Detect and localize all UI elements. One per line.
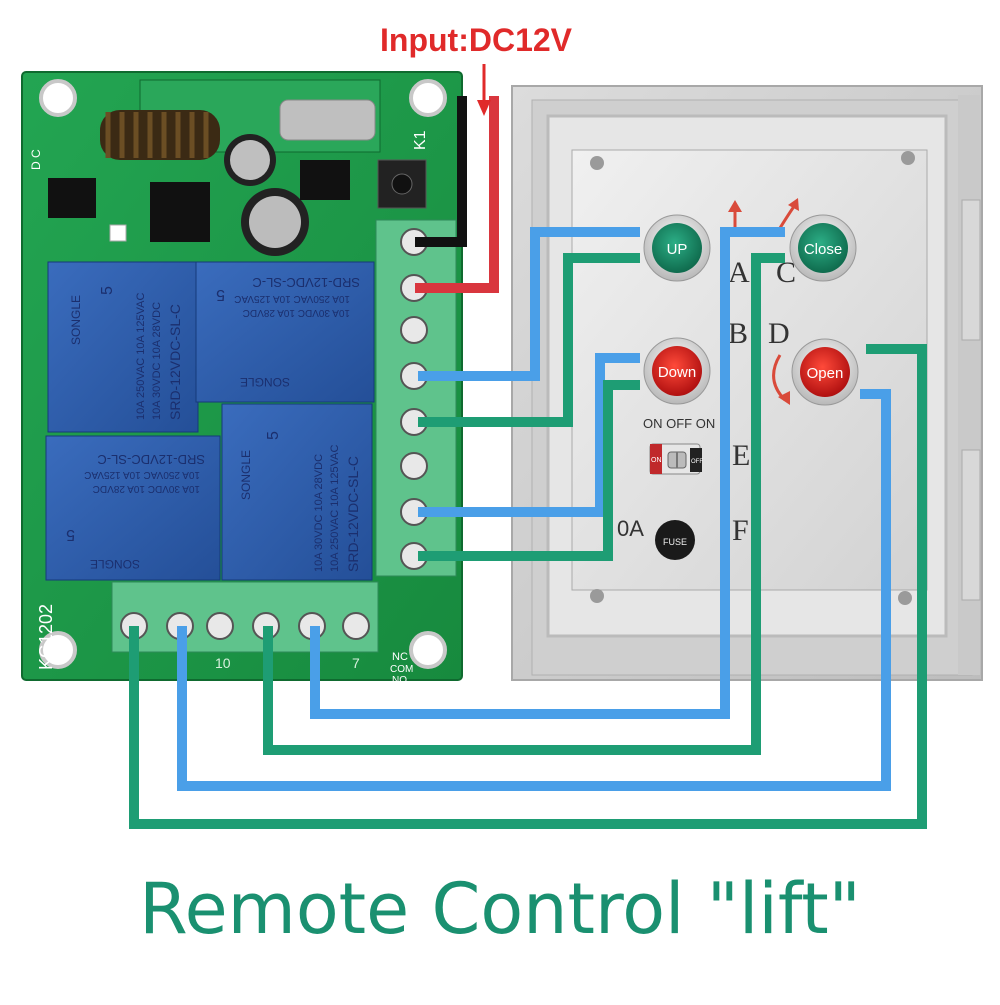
fuse-rating: 0A — [617, 516, 644, 541]
input-voltage-label: Input:DC12V — [380, 22, 572, 58]
relay-2: SRD-12VDC-SL-C 10A 250VAC 10A 125VAC 10A… — [195, 261, 375, 403]
antenna-coil-icon — [100, 110, 220, 160]
control-box: A C B D E F ON OFF ON ON OFF FUSE 0A — [511, 85, 983, 681]
relay-1: SRD-12VDC-SL-C 10A 30VDC 10A 28VDC 10A 2… — [47, 261, 199, 433]
bottom-terminal-strip — [111, 581, 379, 653]
pin-nc-label: NC — [392, 651, 408, 663]
relay-2-rating-2: 10A 30VDC 10A 28VDC — [243, 307, 350, 318]
relay-4: SRD-12VDC-SL-C 10A 250VAC 10A 125VAC 10A… — [221, 403, 373, 581]
page-title: Remote Control "lift" — [139, 868, 861, 950]
wire-up-green — [418, 253, 640, 427]
relay-board: K1 D C SRD-12VDC-SL-C 10A 30VDC 10A 28VD… — [21, 71, 463, 686]
relay-1-rating-2: 10A 30VDC 10A 28VDC — [151, 302, 163, 420]
wire-close-green — [263, 253, 785, 755]
up-button-label: UP — [667, 241, 688, 258]
relay-4-rating-1: 10A 250VAC 10A 125VAC — [329, 445, 341, 572]
pin-ten-label: 10 — [215, 655, 231, 671]
panel-letter-f: F — [732, 514, 749, 547]
wire-open-green — [129, 344, 927, 829]
wire-power-black — [415, 96, 467, 247]
on-off-on-label: ON OFF ON — [643, 416, 715, 431]
wire-up-blue — [418, 227, 640, 381]
relay-1-number: 5 — [99, 286, 116, 295]
relay-3-brand: SONGLE — [90, 557, 140, 571]
relay-4-number: 5 — [265, 431, 282, 440]
wire-down-blue — [418, 353, 640, 517]
up-button[interactable]: UP — [643, 214, 711, 282]
panel-letter-b: B — [728, 317, 748, 350]
relay-1-model: SRD-12VDC-SL-C — [167, 304, 183, 420]
fuse-holder: FUSE 0A — [617, 516, 695, 560]
relay-3-model: SRD-12VDC-SL-C — [97, 452, 205, 467]
panel-letter-e: E — [732, 439, 750, 472]
board-side-label: D C — [29, 149, 43, 170]
relay-4-rating-2: 10A 30VDC 10A 28VDC — [313, 454, 325, 572]
fuse-label: FUSE — [663, 537, 687, 547]
close-button-label: Close — [804, 241, 842, 258]
down-button-label: Down — [658, 364, 696, 381]
toggle-off-label: OFF — [691, 459, 703, 465]
relay-3-rating-1: 10A 250VAC 10A 125VAC — [84, 469, 200, 480]
open-button-label: Open — [807, 365, 844, 382]
wire-power-red — [415, 96, 499, 293]
toggle-on-label: ON — [651, 457, 662, 464]
k1-label: K1 — [412, 130, 429, 150]
relay-2-number: 5 — [216, 286, 225, 303]
wire-open-blue — [177, 389, 891, 791]
relay-4-model: SRD-12VDC-SL-C — [345, 456, 361, 572]
wires — [129, 96, 927, 829]
toggle-switch[interactable]: ON OFF — [649, 443, 703, 475]
down-button[interactable]: Down — [643, 337, 711, 405]
relay-1-rating-1: 10A 250VAC 10A 125VAC — [135, 293, 147, 420]
close-button[interactable]: Close — [789, 214, 857, 282]
pin-seven-label: 7 — [352, 655, 360, 671]
relay-2-model: SRD-12VDC-SL-C — [252, 275, 360, 290]
pin-com-label: COM — [390, 664, 413, 675]
pin-no-label: NO — [392, 675, 407, 686]
input-arrow-icon — [477, 64, 491, 116]
right-terminal-strip — [375, 219, 457, 577]
relay-2-brand: SONGLE — [240, 375, 290, 389]
wire-close-blue — [310, 227, 785, 719]
terminal-screws-right — [400, 228, 428, 570]
relay-2-rating-1: 10A 250VAC 10A 125VAC — [234, 293, 350, 304]
relay-3-number: 5 — [66, 526, 75, 543]
panel-letter-a: A — [728, 256, 750, 289]
wire-down-green — [418, 380, 640, 561]
open-button[interactable]: Open — [791, 338, 859, 406]
panel-letter-d: D — [768, 317, 790, 350]
panel-letter-c: C — [776, 256, 796, 289]
board-model-label: KG1202 — [36, 604, 56, 670]
relay-4-brand: SONGLE — [239, 450, 253, 500]
relay-3: SRD-12VDC-SL-C 10A 250VAC 10A 125VAC 10A… — [45, 435, 221, 581]
relay-3-rating-2: 10A 30VDC 10A 28VDC — [93, 483, 200, 494]
relay-1-brand: SONGLE — [69, 295, 83, 345]
